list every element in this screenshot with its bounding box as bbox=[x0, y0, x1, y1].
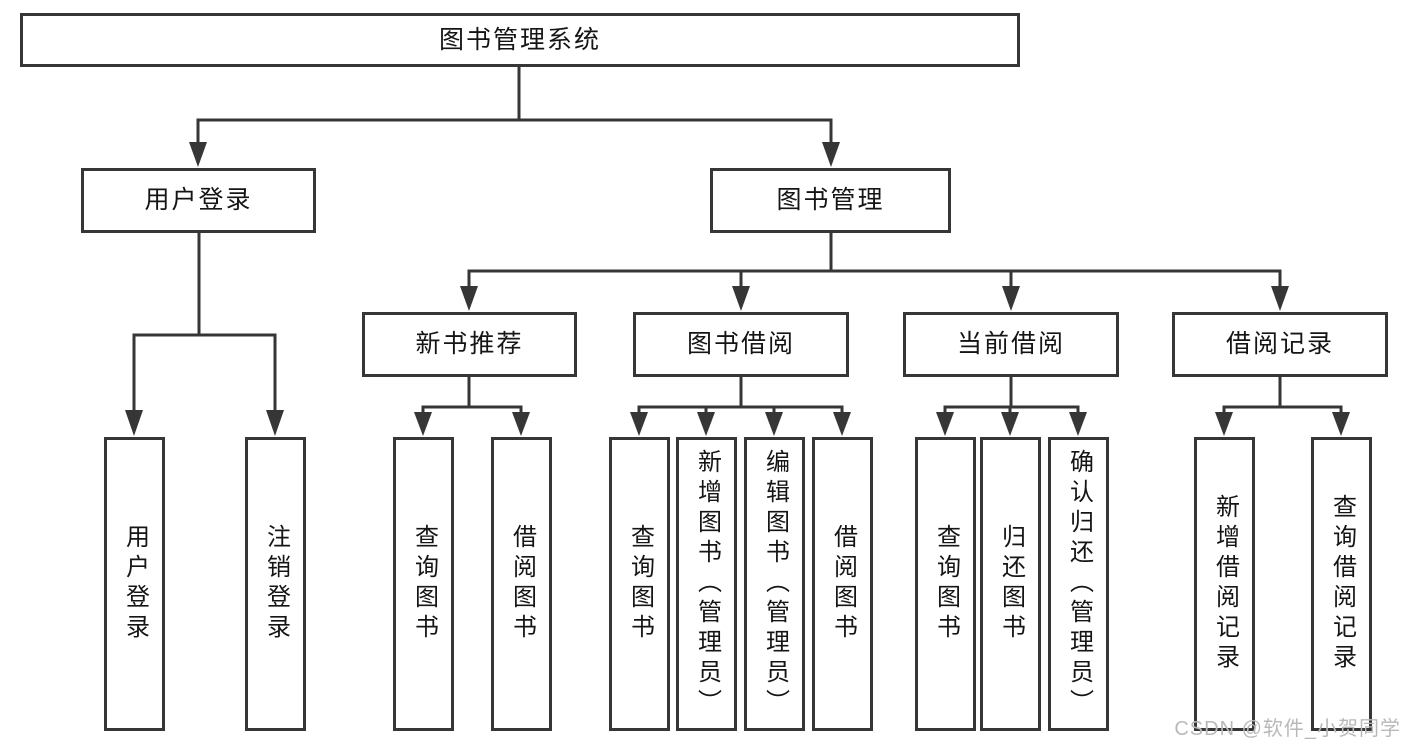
connector-user-login bbox=[125, 233, 284, 436]
leaf-query-books-recommend: 查询图书 bbox=[393, 437, 454, 731]
connector-book-borrow bbox=[630, 377, 851, 436]
arrowhead bbox=[822, 142, 840, 167]
leaf-edit-book-admin: 编辑图书（管理员） bbox=[744, 437, 805, 731]
leaf-borrow-books: 借阅图书 bbox=[812, 437, 873, 731]
arrowhead bbox=[1215, 412, 1233, 436]
leaf-confirm-return-admin: 确认归还（管理员） bbox=[1048, 437, 1109, 731]
node-root: 图书管理系统 bbox=[20, 13, 1020, 67]
connector-current-borrow bbox=[936, 377, 1087, 436]
leaf-borrow-books-recommend: 借阅图书 bbox=[491, 437, 552, 731]
connector-book-management bbox=[460, 233, 1289, 311]
arrowhead bbox=[1069, 412, 1087, 436]
arrowhead bbox=[697, 412, 715, 436]
arrowhead bbox=[765, 412, 783, 436]
connector-borrow-records bbox=[1215, 377, 1350, 436]
arrowhead bbox=[1332, 412, 1350, 436]
leaf-user-login: 用户登录 bbox=[104, 437, 165, 731]
arrowhead bbox=[266, 410, 284, 436]
arrowhead bbox=[1271, 286, 1289, 311]
node-borrow-records: 借阅记录 bbox=[1172, 312, 1388, 377]
arrowhead bbox=[936, 412, 954, 436]
arrowhead bbox=[630, 412, 648, 436]
connector-root bbox=[189, 67, 840, 167]
arrowhead bbox=[1001, 412, 1019, 436]
arrowhead bbox=[460, 286, 478, 311]
watermark-text: CSDN @软件_小贺同学 bbox=[1174, 718, 1401, 740]
node-user-login: 用户登录 bbox=[81, 168, 316, 233]
leaf-add-book-admin: 新增图书（管理员） bbox=[676, 437, 737, 731]
arrowhead bbox=[414, 412, 432, 436]
arrowhead bbox=[189, 142, 207, 167]
leaf-query-books-borrow: 查询图书 bbox=[609, 437, 670, 731]
leaf-logout: 注销登录 bbox=[245, 437, 306, 731]
arrowhead bbox=[833, 412, 851, 436]
arrowhead bbox=[1002, 286, 1020, 311]
leaf-return-book: 归还图书 bbox=[980, 437, 1041, 731]
arrowhead bbox=[732, 286, 750, 311]
arrowhead bbox=[512, 412, 530, 436]
connector-new-book-recommend bbox=[414, 377, 530, 436]
node-current-borrow: 当前借阅 bbox=[903, 312, 1119, 377]
leaf-add-borrow-record: 新增借阅记录 bbox=[1194, 437, 1255, 731]
node-new-book-recommend: 新书推荐 bbox=[362, 312, 577, 377]
arrowhead bbox=[125, 410, 143, 436]
node-book-management: 图书管理 bbox=[710, 168, 951, 233]
node-book-borrow: 图书借阅 bbox=[633, 312, 849, 377]
leaf-query-books-current: 查询图书 bbox=[915, 437, 976, 731]
leaf-query-borrow-record: 查询借阅记录 bbox=[1311, 437, 1372, 731]
